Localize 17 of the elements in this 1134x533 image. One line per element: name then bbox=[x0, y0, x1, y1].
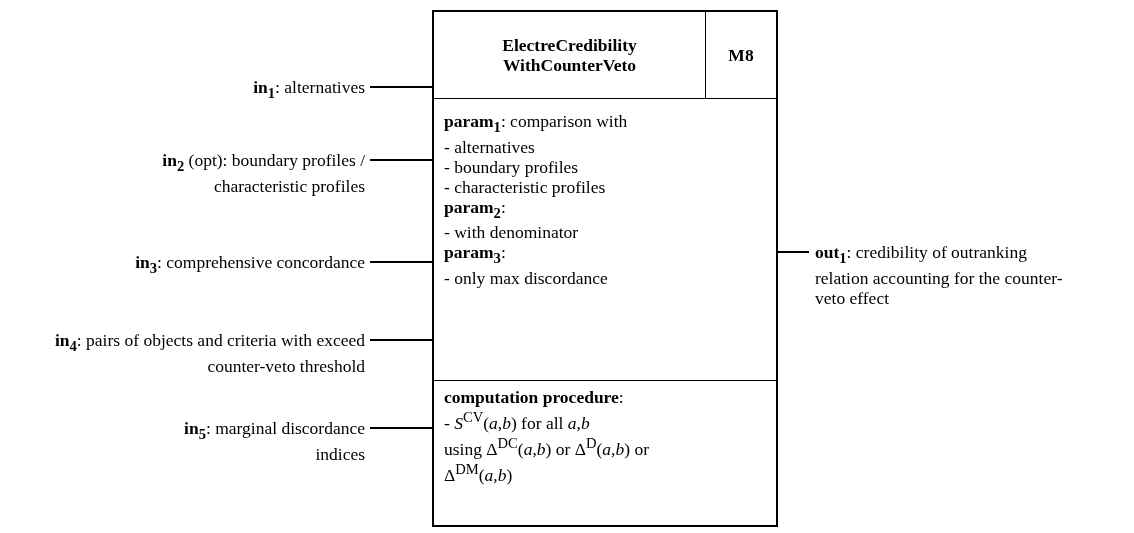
input-label: in$_{1}$: alternatives bbox=[150, 77, 365, 99]
module-id-cell: M8 bbox=[706, 12, 776, 99]
module-box bbox=[432, 10, 778, 527]
connector-line bbox=[369, 427, 433, 429]
connector-line bbox=[369, 261, 433, 263]
input-label: in$_{2}$ (opt): boundary profiles / characteristic profiles bbox=[150, 150, 365, 194]
input-label: in$_{5}$: marginal discordance indices bbox=[165, 418, 365, 462]
procedure-section: computation procedure: - S$^{CV}$(a,b) for all a,b using Δ$^{DC}$(a,b) or Δ$^{D}$(a,b) or Δ$^{DM}$(a,b) bbox=[434, 381, 776, 525]
parameters-section: param$_{1}$: comparison with - alternatives - boundary profiles - characteristic profiles param$_{2}$: - with denominator param$_{3}$: - only max discordance bbox=[434, 99, 776, 381]
connector-line bbox=[369, 86, 433, 88]
connector-line bbox=[369, 159, 433, 161]
input-label: in$_{3}$: comprehensive concordance bbox=[10, 252, 365, 274]
connector-line bbox=[777, 251, 810, 253]
output-label: out$_{1}$: credibility of outranking relation accounting for the counter-veto effect bbox=[815, 242, 1065, 308]
connector-line bbox=[369, 339, 433, 341]
input-label: in$_{4}$: pairs of objects and criteria with exceed counter-veto threshold bbox=[50, 330, 365, 374]
module-name-cell: ElectreCredibility WithCounterVeto bbox=[434, 12, 706, 99]
